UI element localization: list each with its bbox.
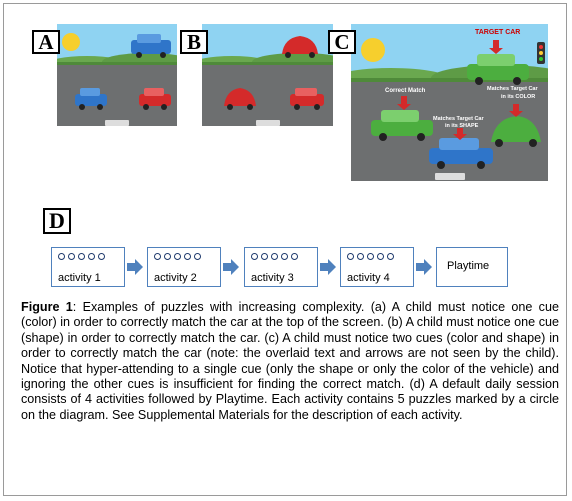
arrow-down-icon xyxy=(453,128,467,140)
target-car-annotation: TARGET CAR xyxy=(475,29,521,36)
activity-box-4: activity 4 xyxy=(340,247,414,287)
puzzle-circle xyxy=(164,253,171,260)
puzzle-circle xyxy=(281,253,288,260)
puzzle-dots xyxy=(251,253,298,260)
arrow-down-icon xyxy=(397,96,411,110)
panel-c-label: C xyxy=(328,30,356,54)
panel-a-scene xyxy=(57,24,177,126)
red-car-right xyxy=(290,88,324,110)
puzzle-circle xyxy=(184,253,191,260)
panel-c-screenshot: TARGET CAR Correct Match Matches Target … xyxy=(351,24,548,181)
puzzle-circle xyxy=(291,253,298,260)
puzzle-circle xyxy=(78,253,85,260)
puzzle-circle xyxy=(367,253,374,260)
red-car xyxy=(139,88,171,110)
correct-match-car xyxy=(371,110,433,141)
shape-match-annotation-line2: in its SHAPE xyxy=(445,123,479,129)
arrow-down-icon xyxy=(509,104,523,117)
arrow-down-icon xyxy=(489,40,503,54)
activity-label: activity 2 xyxy=(154,272,197,284)
figure-frame: A B xyxy=(3,3,567,496)
target-car xyxy=(131,34,171,58)
puzzle-circle xyxy=(58,253,65,260)
caption-text: : Examples of puzzles with increasing co… xyxy=(21,300,559,422)
color-match-annotation-line2: in its COLOR xyxy=(501,94,536,100)
puzzle-circle xyxy=(154,253,161,260)
puzzle-circle xyxy=(68,253,75,260)
red-car-left xyxy=(224,88,256,110)
puzzle-circle xyxy=(194,253,201,260)
correct-match-annotation: Correct Match xyxy=(385,88,426,94)
activity-box-2: activity 2 xyxy=(147,247,221,287)
sun-icon xyxy=(361,38,385,62)
panel-c-scene xyxy=(351,24,548,181)
puzzle-dots xyxy=(58,253,105,260)
panel-b-label: B xyxy=(180,30,208,54)
puzzle-circle xyxy=(271,253,278,260)
playtime-label: Playtime xyxy=(447,260,490,272)
shape-match-car xyxy=(429,138,493,169)
activity-box-1: activity 1 xyxy=(51,247,125,287)
activity-label: activity 3 xyxy=(251,272,294,284)
panel-b-screenshot xyxy=(202,24,333,126)
puzzle-circle xyxy=(387,253,394,260)
panel-a-screenshot xyxy=(57,24,177,126)
figure-caption: Figure 1: Examples of puzzles with incre… xyxy=(21,300,559,423)
target-car xyxy=(467,54,529,85)
shape-match-annotation-line1: Matches Target Car xyxy=(433,116,484,122)
puzzle-dots xyxy=(154,253,201,260)
panel-b-scene xyxy=(202,24,333,126)
flow-arrow-icon xyxy=(416,259,432,275)
activity-box-3: activity 3 xyxy=(244,247,318,287)
activity-label: activity 4 xyxy=(347,272,390,284)
flow-arrow-icon xyxy=(223,259,239,275)
panel-a-label: A xyxy=(32,30,60,54)
puzzle-circle xyxy=(174,253,181,260)
playtime-box: Playtime xyxy=(436,247,508,287)
target-car xyxy=(282,36,318,58)
color-match-car xyxy=(491,116,541,147)
flow-arrow-icon xyxy=(127,259,143,275)
puzzle-circle xyxy=(98,253,105,260)
sun-icon xyxy=(62,33,80,51)
puzzle-dots xyxy=(347,253,394,260)
puzzle-circle xyxy=(251,253,258,260)
puzzle-circle xyxy=(88,253,95,260)
color-match-annotation-line1: Matches Target Car xyxy=(487,86,538,92)
panel-d-label: D xyxy=(43,208,71,234)
flow-arrow-icon xyxy=(320,259,336,275)
blue-car xyxy=(75,88,107,110)
puzzle-circle xyxy=(347,253,354,260)
activity-label: activity 1 xyxy=(58,272,101,284)
puzzle-circle xyxy=(377,253,384,260)
puzzle-circle xyxy=(357,253,364,260)
caption-label: Figure 1 xyxy=(21,300,73,314)
puzzle-circle xyxy=(261,253,268,260)
